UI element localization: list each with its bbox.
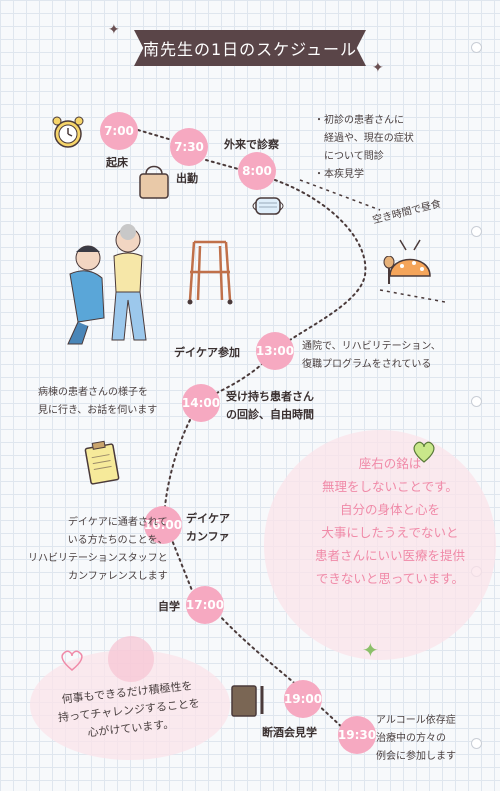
label-daycare-conference: デイケア カンファ — [186, 512, 230, 543]
alarm-clock-icon — [52, 116, 84, 148]
note-conference: デイケアに通者されて いる方たちのことを、 リハビリテーションスタッフと カンフ… — [28, 517, 168, 582]
time-1900: 19:00 — [284, 680, 322, 718]
notebook-pen-icon — [231, 685, 264, 717]
label-daycare: デイケア参加 — [174, 346, 240, 359]
note-daycare: 通院で、リハビリテーション、 復職プログラムをされている — [302, 341, 441, 370]
sparkle-icon: ✦ — [108, 22, 120, 38]
quote-background — [264, 430, 496, 660]
mask-icon — [252, 197, 284, 215]
note-rounds: 病棟の患者さんの様子を 見に行き、お話を伺います — [38, 387, 158, 416]
binder-hole — [471, 226, 482, 237]
time-0700: 7:00 — [100, 112, 138, 150]
decorative-dot — [108, 636, 154, 682]
caregiver-illustration — [67, 224, 147, 345]
time-0800: 8:00 — [238, 152, 276, 190]
time-1930: 19:30 — [338, 716, 376, 754]
note-outpatient: ・初診の患者さんに 経過や、現在の症状 について問診 ・本疾見学 — [314, 115, 414, 180]
heart-icon — [61, 650, 83, 671]
bento-icon — [389, 239, 431, 277]
binder-hole — [471, 42, 482, 53]
binder-hole — [471, 738, 482, 749]
label-wake-up: 起床 — [106, 156, 128, 169]
time-1600: 16:00 — [144, 506, 182, 544]
label-self-study: 自学 — [158, 600, 180, 613]
walker-icon — [187, 240, 233, 305]
time-1700: 17:00 — [186, 586, 224, 624]
time-1400: 14:00 — [182, 384, 220, 422]
label-aa-meeting: 断酒会見学 — [262, 726, 317, 739]
label-outpatient: 外来で診察 — [224, 138, 279, 151]
label-commute: 出勤 — [176, 172, 198, 185]
handbag-icon — [139, 165, 169, 199]
note-aa-meeting: アルコール依存症 治療中の方々の 例会に参加します — [376, 715, 456, 762]
heart-icon — [413, 441, 435, 463]
sparkle-icon: ✦ — [372, 60, 384, 76]
spoon-icon — [383, 256, 395, 284]
binder-hole — [471, 396, 482, 407]
page-title: 南先生の1日のスケジュール — [134, 30, 366, 66]
sparkle-icon: ✦ — [362, 638, 379, 662]
time-1300: 13:00 — [256, 332, 294, 370]
clipboard-icon — [84, 440, 120, 485]
motto-quote: 座右の銘は 無理をしないことです。 自分の身体と心を 大事にしたうえでないと 患… — [314, 456, 465, 586]
time-0730: 7:30 — [170, 128, 208, 166]
label-rounds: 受け持ち患者さん の回診、自由時間 — [226, 390, 314, 421]
